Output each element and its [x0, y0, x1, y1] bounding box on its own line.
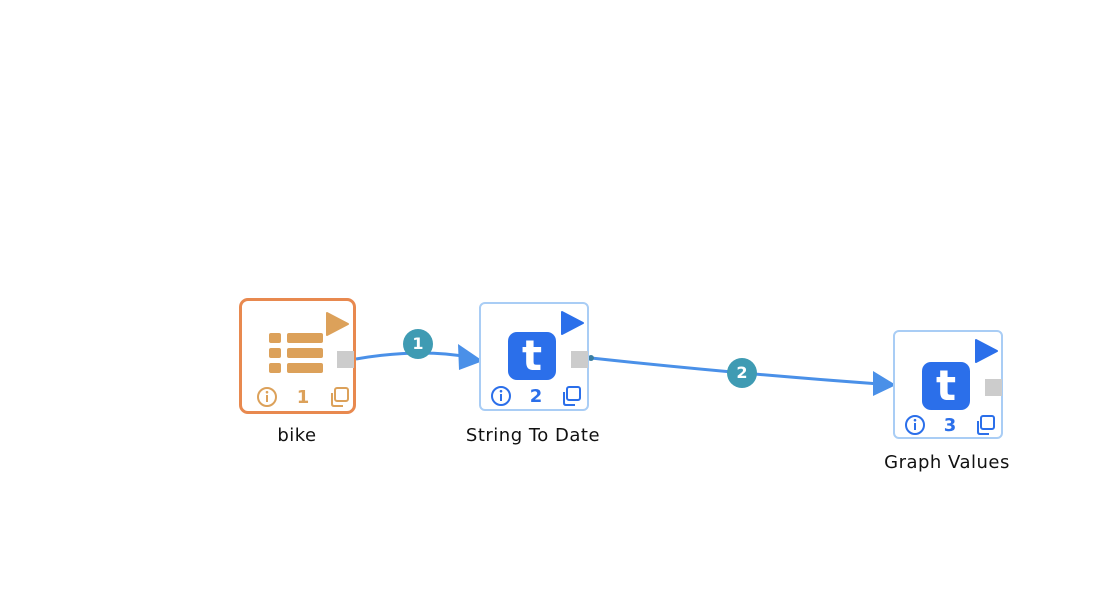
node-footer: 1 — [256, 385, 350, 409]
info-icon[interactable] — [490, 385, 512, 407]
copy-icon[interactable] — [328, 386, 350, 408]
node-footer: 2 — [490, 384, 582, 408]
node-number: 3 — [943, 414, 957, 436]
node-graph-values[interactable]: t 3 — [893, 330, 1003, 439]
node-number: 2 — [529, 385, 543, 407]
t-icon: t — [922, 362, 970, 410]
output-port[interactable] — [337, 351, 354, 368]
output-port[interactable] — [985, 379, 1002, 396]
edge-badge-1[interactable]: 1 — [403, 329, 433, 359]
node-label-bike[interactable]: bike — [277, 425, 317, 446]
play-icon[interactable] — [324, 311, 350, 337]
node-label-graph-values[interactable]: Graph Values — [884, 452, 1010, 473]
table-list-icon — [269, 333, 323, 373]
node-label-string-to-date[interactable]: String To Date — [465, 425, 601, 446]
edge-2-source-dot — [588, 355, 594, 361]
play-icon[interactable] — [973, 338, 999, 364]
output-port[interactable] — [571, 351, 588, 368]
copy-icon[interactable] — [560, 385, 582, 407]
node-footer: 3 — [904, 413, 996, 437]
edge-1-arrowhead — [458, 344, 483, 370]
edge-badge-2[interactable]: 2 — [727, 358, 757, 388]
info-icon[interactable] — [256, 386, 278, 408]
edge-2-arrowhead — [873, 371, 896, 396]
copy-icon[interactable] — [974, 414, 996, 436]
node-bike[interactable]: 1 — [239, 298, 356, 414]
node-number: 1 — [296, 386, 310, 408]
t-icon: t — [508, 332, 556, 380]
play-icon[interactable] — [559, 310, 585, 336]
info-icon[interactable] — [904, 414, 926, 436]
node-string-to-date[interactable]: t 2 — [479, 302, 589, 411]
